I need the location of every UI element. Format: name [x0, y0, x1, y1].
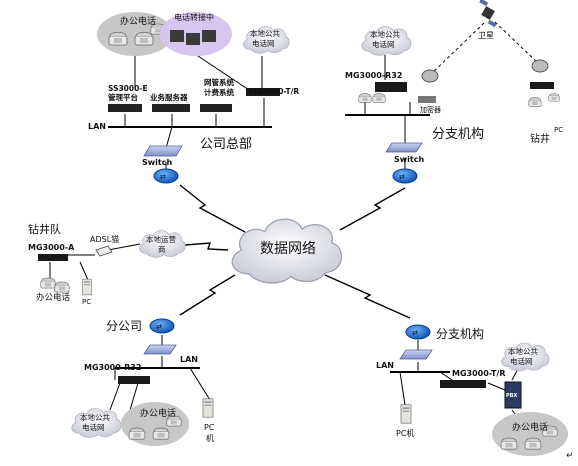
drill-team-pc-label: PC — [82, 298, 91, 306]
hq-transfer-center: 电话转接中 — [160, 12, 232, 56]
svg-text:⇄: ⇄ — [412, 329, 418, 337]
branch-top-switch: Switch — [385, 142, 424, 164]
hq-gateway: MG3000-T/R — [246, 87, 299, 96]
svg-text:本地运营: 本地运营 — [146, 234, 176, 244]
svg-text:本地公共: 本地公共 — [80, 412, 110, 422]
branch-bottom-gateway-label: MG3000-T/R — [452, 369, 505, 378]
branch-bottom-lan-label: LAN — [376, 361, 394, 370]
subsidiary-gateway — [118, 376, 150, 384]
subsidiary-pstn-cloud: 本地公共 电话网 — [71, 408, 122, 438]
satellite-dish-branch — [421, 69, 439, 83]
branch-bottom-router: ⇄ — [405, 324, 431, 340]
drill-team-gateway — [38, 254, 68, 261]
branch-top-title: 分支机构 — [432, 127, 484, 142]
svg-text:⇄: ⇄ — [160, 173, 166, 181]
drill-team-title: 钻井队 — [28, 222, 61, 236]
svg-text:⇄: ⇄ — [156, 323, 162, 331]
data-network-label: 数据网络 — [260, 241, 316, 257]
satellite-icon — [479, 0, 497, 28]
hq-office-phone-label: 办公电话 — [120, 15, 156, 27]
subsidiary-pc-label-2: 机 — [206, 433, 214, 443]
ss3000-mgmt-platform: SS3000-E 管理平台 — [108, 84, 148, 112]
subsidiary-pc-label-1: PC — [204, 423, 215, 432]
isp-cloud: 本地运营 商 — [139, 230, 186, 258]
svg-text:业务服务器: 业务服务器 — [150, 92, 188, 102]
subsidiary-lan-label: LAN — [180, 355, 198, 364]
branch-bottom-switch — [399, 349, 433, 360]
end-mark: ↵ — [566, 451, 574, 461]
svg-text:本地公共: 本地公共 — [508, 346, 538, 356]
subsidiary-office-phone-cloud: 办公电话 — [121, 402, 189, 446]
satellite-dish-drill — [531, 59, 549, 73]
branch-top-router: ⇄ — [392, 168, 418, 184]
drill-team-phone-label: 办公电话 — [36, 292, 71, 303]
svg-text:办公电话: 办公电话 — [512, 421, 548, 433]
svg-text:Switch: Switch — [142, 158, 172, 167]
svg-text:MG3000-T/R: MG3000-T/R — [249, 87, 299, 96]
pbx-icon: PBX — [504, 381, 522, 409]
svg-text:计费系统: 计费系统 — [204, 87, 234, 97]
svg-text:本地公共: 本地公共 — [370, 29, 400, 39]
svg-text:电话网: 电话网 — [372, 39, 395, 49]
branch-bottom-pstn-cloud: 本地公共 电话网 — [501, 342, 550, 372]
svg-text:网管系统: 网管系统 — [204, 77, 234, 87]
svg-text:⇄: ⇄ — [399, 173, 405, 181]
branch-top-gateway-label: MG3000-R32 — [345, 71, 402, 80]
subsidiary-router: ⇄ — [149, 318, 175, 334]
drill-site-pc-label: PC — [554, 126, 563, 134]
subsidiary-title: 分公司 — [106, 319, 142, 333]
hq-lan-label: LAN — [88, 122, 106, 131]
branch-bottom-gateway — [440, 380, 486, 388]
adsl-modem — [95, 245, 113, 257]
svg-text:商: 商 — [158, 244, 166, 254]
hq-office-phone-cloud: 办公电话 — [97, 12, 173, 56]
business-server: 业务服务器 — [150, 92, 190, 112]
svg-text:SS3000-E: SS3000-E — [108, 84, 148, 93]
drill-team-gateway-label: MG3000-A — [28, 243, 75, 252]
svg-text:电话网: 电话网 — [510, 356, 533, 366]
svg-text:电话网: 电话网 — [82, 422, 105, 432]
svg-text:PBX: PBX — [506, 393, 517, 399]
branch-bottom-title: 分支机构 — [436, 326, 484, 341]
subsidiary-gateway-label: MG3000-R32 — [84, 363, 141, 372]
drill-site-label: 钻井 — [530, 132, 550, 145]
hq-title: 公司总部 — [200, 137, 252, 152]
satellite-label: 卫星 — [478, 31, 494, 40]
svg-text:加密器: 加密器 — [420, 105, 441, 114]
branch-bottom-office-phone-cloud: 办公电话 — [492, 412, 568, 456]
branch-bottom-pc-label: PC机 — [396, 428, 414, 438]
data-network-cloud: 数据网络 — [231, 218, 343, 284]
wan-links — [179, 184, 411, 319]
branch-top-pstn-cloud: 本地公共 电话网 — [361, 26, 412, 56]
encryptor: 加密器 — [418, 96, 441, 114]
svg-text:电话网: 电话网 — [252, 38, 275, 48]
netmgmt-billing-system: 网管系统 计费系统 — [200, 77, 234, 112]
branch-top-gateway — [375, 82, 407, 92]
hq-switch: Switch — [142, 145, 183, 167]
svg-text:电话转接中: 电话转接中 — [174, 12, 214, 22]
subsidiary-switch — [143, 344, 177, 355]
svg-text:Switch: Switch — [394, 155, 424, 164]
svg-text:管理平台: 管理平台 — [108, 92, 138, 102]
hq-router: ⇄ — [153, 168, 179, 184]
drill-site-gateway — [528, 82, 560, 107]
adsl-modem-label: ADSL猫 — [90, 234, 119, 244]
svg-text:办公电话: 办公电话 — [140, 407, 176, 419]
hq-pstn-cloud: 本地公共 电话网 — [243, 26, 290, 54]
svg-text:本地公共: 本地公共 — [250, 28, 280, 38]
